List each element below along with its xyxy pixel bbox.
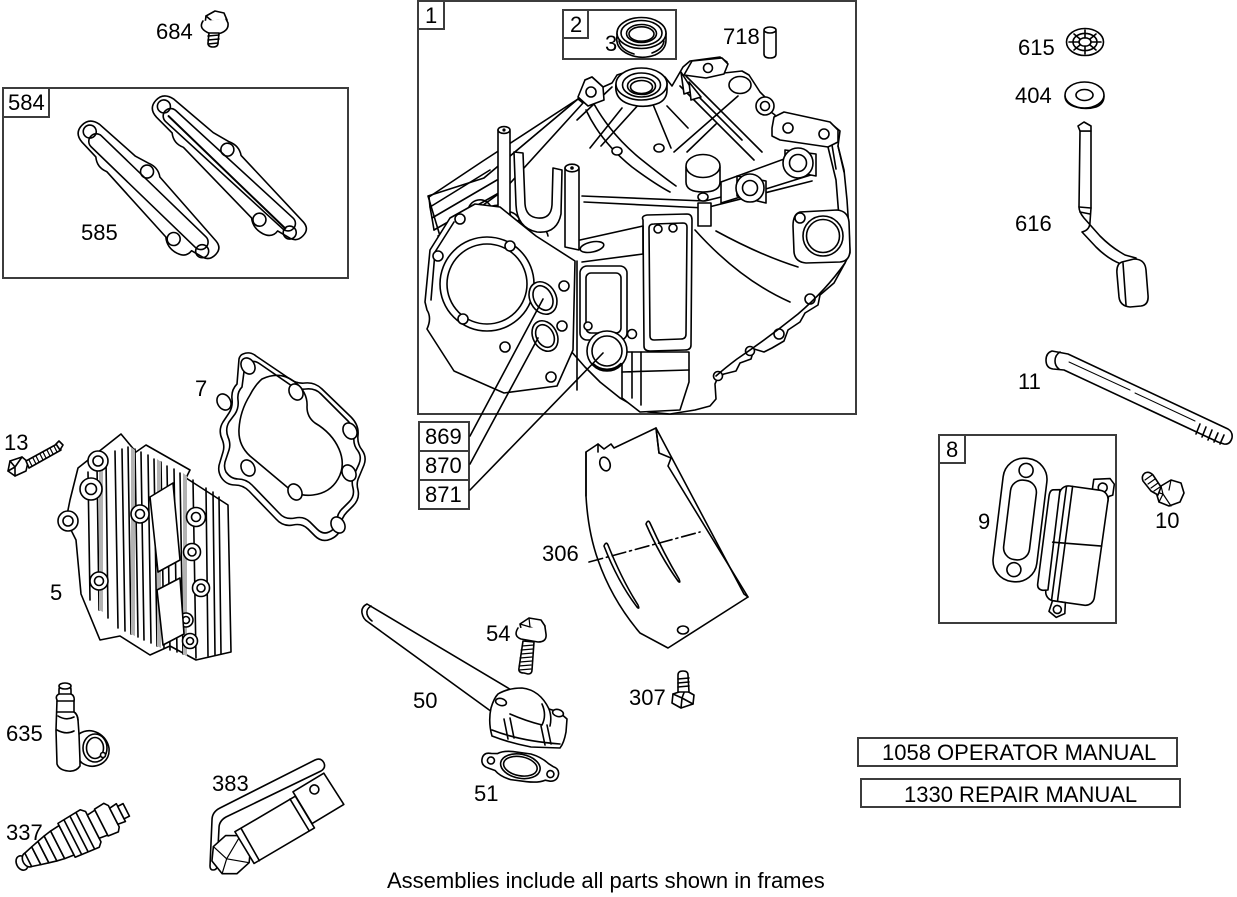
- svg-text:718: 718: [723, 24, 760, 49]
- svg-text:1058 OPERATOR MANUAL: 1058 OPERATOR MANUAL: [882, 740, 1156, 765]
- svg-text:684: 684: [156, 19, 193, 44]
- svg-text:306: 306: [542, 541, 579, 566]
- svg-text:869: 869: [425, 424, 462, 449]
- svg-text:404: 404: [1015, 83, 1052, 108]
- svg-text:50: 50: [413, 688, 437, 713]
- svg-text:10: 10: [1155, 508, 1179, 533]
- svg-text:871: 871: [425, 482, 462, 507]
- svg-text:1: 1: [425, 3, 437, 28]
- svg-text:870: 870: [425, 453, 462, 478]
- svg-text:8: 8: [946, 437, 958, 462]
- svg-text:11: 11: [1018, 369, 1041, 394]
- svg-text:7: 7: [195, 376, 207, 401]
- svg-text:51: 51: [474, 781, 498, 806]
- svg-text:383: 383: [212, 771, 249, 796]
- svg-text:13: 13: [4, 430, 28, 455]
- svg-text:615: 615: [1018, 35, 1055, 60]
- svg-text:584: 584: [8, 90, 45, 115]
- svg-text:2: 2: [570, 12, 582, 37]
- svg-text:5: 5: [50, 580, 62, 605]
- svg-text:337: 337: [6, 820, 43, 845]
- svg-text:Assemblies include all parts s: Assemblies include all parts shown in fr…: [387, 868, 825, 893]
- svg-text:54: 54: [486, 621, 510, 646]
- svg-text:307: 307: [629, 685, 666, 710]
- svg-text:585: 585: [81, 220, 118, 245]
- svg-text:616: 616: [1015, 211, 1052, 236]
- svg-text:3: 3: [605, 31, 617, 56]
- svg-text:635: 635: [6, 721, 43, 746]
- svg-text:1330 REPAIR MANUAL: 1330 REPAIR MANUAL: [904, 782, 1137, 807]
- svg-text:9: 9: [978, 509, 990, 534]
